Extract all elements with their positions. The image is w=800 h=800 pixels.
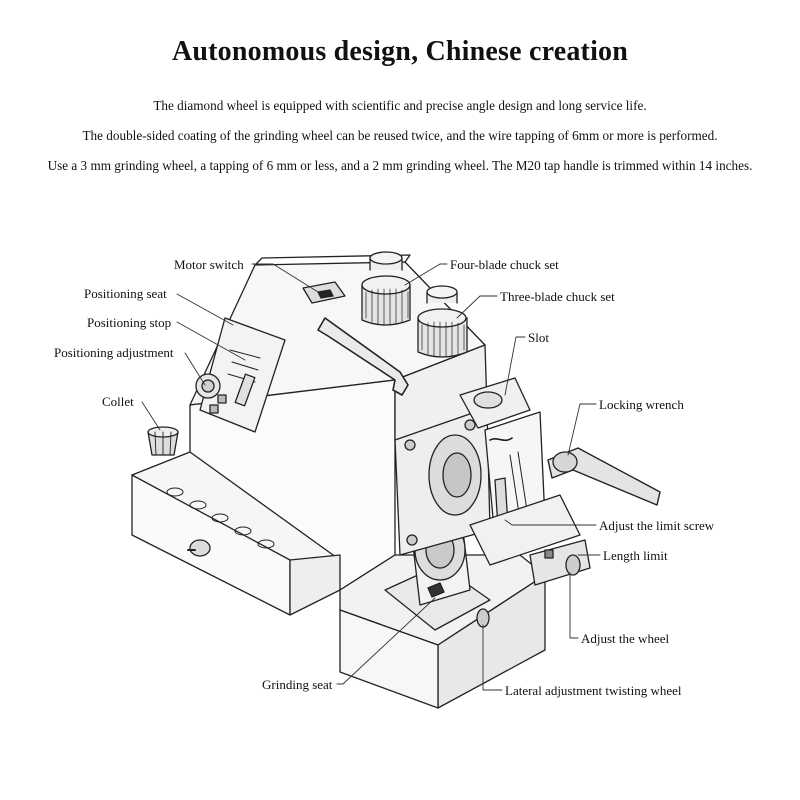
label-positioning-adjustment: Positioning adjustment [54, 345, 174, 360]
label-lateral-adjustment-wheel: Lateral adjustment twisting wheel [505, 683, 682, 698]
locking-wrench [547, 447, 661, 506]
leader-lines [141, 263, 601, 691]
label-adjust-limit-screw: Adjust the limit screw [599, 518, 715, 533]
label-slot: Slot [528, 330, 549, 345]
length-limit-slide [469, 494, 591, 628]
drawer [131, 451, 341, 616]
description-line-3: Use a 3 mm grinding wheel, a tapping of … [47, 158, 753, 173]
description-line-1: The diamond wheel is equipped with scien… [153, 98, 647, 113]
label-grinding-seat: Grinding seat [262, 677, 333, 692]
label-locking-wrench: Locking wrench [599, 397, 684, 412]
positioning-adjustment-knob [195, 373, 221, 399]
collet [147, 426, 179, 456]
description-line-2: The double-sided coating of the grinding… [82, 128, 718, 143]
label-collet: Collet [102, 394, 134, 409]
label-four-blade-chuck: Four-blade chuck set [450, 257, 559, 272]
label-three-blade-chuck: Three-blade chuck set [500, 289, 615, 304]
page-title: Autonomous design, Chinese creation [171, 36, 629, 67]
label-motor-switch: Motor switch [174, 257, 244, 272]
four-blade-chuck [361, 251, 411, 326]
label-positioning-seat: Positioning seat [84, 286, 167, 301]
label-adjust-wheel: Adjust the wheel [581, 631, 670, 646]
three-blade-chuck [417, 285, 468, 358]
label-length-limit: Length limit [603, 548, 668, 563]
grinding-wheel-plate [394, 407, 491, 556]
motor-switch [302, 281, 346, 304]
label-positioning-stop: Positioning stop [87, 315, 172, 330]
